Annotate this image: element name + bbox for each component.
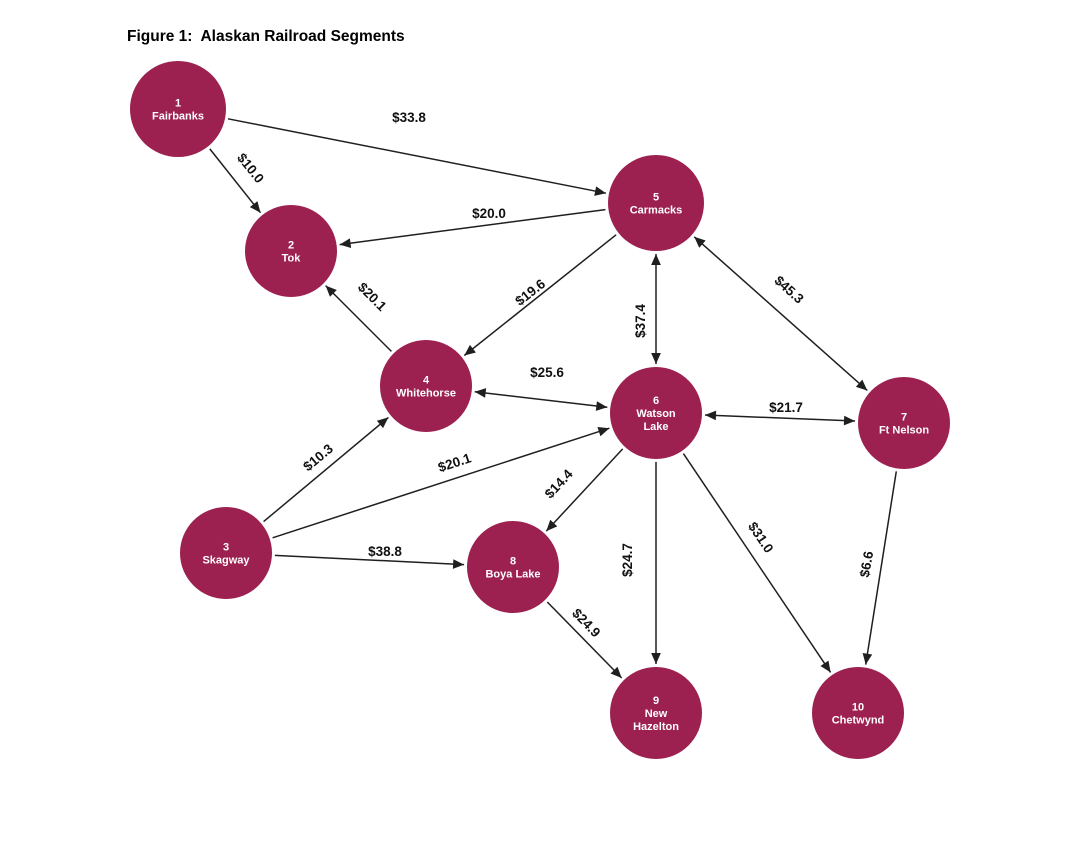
node-circle-boya-lake [467, 521, 559, 613]
edges-layer [209, 118, 898, 679]
figure-title: Figure 1: Alaskan Railroad Segments [127, 28, 405, 45]
edge-cost-watson-lake-boya-lake: $14.4 [542, 466, 576, 501]
edge-boya-lake-new-hazelton [546, 601, 623, 679]
edge-cost-skagway-boya-lake: $38.8 [368, 544, 402, 559]
node-circle-whitehorse [380, 340, 472, 432]
edge-carmacks-tok [339, 208, 606, 248]
edge-whitehorse-tok [325, 285, 392, 352]
edge-watson-lake-boya-lake [545, 448, 624, 532]
edge-skagway-watson-lake [272, 427, 610, 539]
node-circle-tok [245, 205, 337, 297]
edge-ft-nelson-chetwynd [862, 471, 898, 665]
edge-ft-nelson-watson-lake [704, 410, 856, 426]
node-circle-new-hazelton [610, 667, 702, 759]
node-circle-skagway [180, 507, 272, 599]
node-circle-carmacks [608, 155, 704, 251]
edge-cost-fairbanks-tok: $10.0 [234, 150, 267, 186]
edge-watson-lake-whitehorse [474, 388, 608, 411]
edge-cost-carmacks-tok: $20.0 [472, 206, 506, 221]
node-circle-watson-lake [610, 367, 702, 459]
edge-cost-ft-nelson-chetwynd: $6.6 [857, 549, 876, 578]
edge-watson-lake-chetwynd [682, 453, 832, 673]
edge-cost-skagway-whitehorse: $10.3 [300, 441, 336, 475]
edge-cost-carmacks-watson-lake: $37.4 [633, 304, 648, 338]
edge-cost-whitehorse-tok: $20.1 [355, 280, 390, 315]
node-circle-chetwynd [812, 667, 904, 759]
edge-carmacks-ft-nelson [693, 236, 868, 392]
edge-cost-carmacks-ft-nelson: $45.3 [771, 273, 807, 307]
edge-skagway-whitehorse [263, 416, 389, 523]
edge-cost-watson-lake-whitehorse: $25.6 [530, 365, 564, 380]
edge-cost-boya-lake-new-hazelton: $24.9 [569, 606, 603, 641]
edge-carmacks-whitehorse [463, 234, 617, 357]
node-circle-fairbanks [130, 61, 226, 157]
edge-fairbanks-tok [209, 148, 262, 214]
edge-cost-ft-nelson-watson-lake: $21.7 [769, 400, 803, 415]
edge-cost-watson-lake-new-hazelton: $24.7 [620, 543, 635, 577]
edge-cost-skagway-watson-lake: $20.1 [436, 450, 473, 475]
edge-fairbanks-carmacks [227, 118, 607, 196]
edge-skagway-boya-lake [274, 554, 465, 569]
node-circle-ft-nelson [858, 377, 950, 469]
edge-cost-watson-lake-chetwynd: $31.0 [745, 519, 776, 555]
edge-cost-fairbanks-carmacks: $33.8 [392, 110, 426, 125]
